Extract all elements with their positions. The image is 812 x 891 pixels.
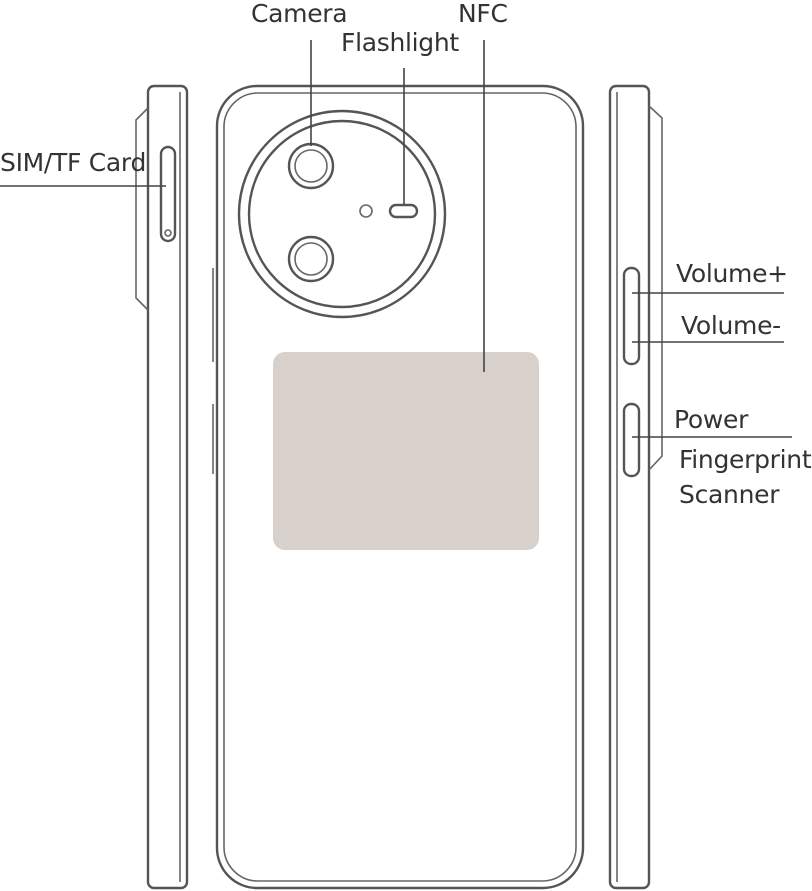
camera-lens-bottom	[287, 235, 335, 283]
label-scanner: Scanner	[679, 480, 780, 509]
sensor-dot	[359, 204, 373, 218]
right-side-bump	[648, 105, 663, 471]
sim-tray-slot	[159, 145, 177, 243]
phone-back-outer	[215, 84, 585, 890]
phone-back-inner	[223, 92, 577, 882]
nfc-area	[273, 352, 539, 550]
camera-lens-top	[287, 142, 335, 190]
sim-eject-hole	[164, 229, 172, 237]
leader-lines	[0, 40, 792, 438]
label-fingerprint: Fingerprint	[679, 445, 812, 474]
volume-rocker	[622, 266, 641, 366]
camera-module-inner	[247, 119, 437, 309]
label-volume-down: Volume-	[681, 311, 781, 340]
left-side-bump	[135, 107, 149, 311]
label-sim-tf-card: SIM/TF Card	[0, 148, 146, 177]
label-volume-up: Volume+	[676, 259, 788, 288]
left-side-body	[146, 84, 189, 890]
label-flashlight: Flashlight	[341, 28, 459, 57]
camera-module-outer	[237, 109, 447, 319]
power-button	[622, 402, 641, 478]
labels: Camera Flashlight NFC SIM/TF Card Volume…	[0, 0, 812, 509]
right-side-view	[608, 84, 663, 890]
flashlight-led	[388, 203, 419, 219]
right-side-body	[608, 84, 651, 890]
label-power: Power	[674, 405, 749, 434]
left-side-view	[135, 84, 189, 890]
label-nfc: NFC	[458, 0, 508, 28]
label-camera: Camera	[251, 0, 347, 28]
back-view	[212, 84, 585, 890]
